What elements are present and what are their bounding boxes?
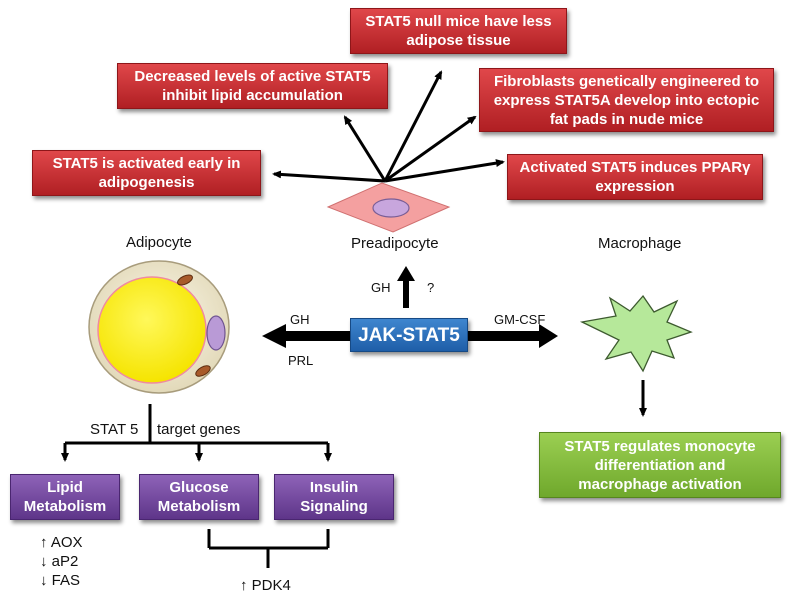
gene-fas: ↓ FAS <box>40 572 81 589</box>
label-gh-up: GH <box>371 280 391 295</box>
gene-ap2: ↓ aP2 <box>40 553 79 570</box>
arrow-left-adipocyte <box>262 324 350 348</box>
macrophage-outcome-box: STAT5 regulates monocyte differentiation… <box>539 432 781 498</box>
target-lipid-metabolism: Lipid Metabolism <box>10 474 120 520</box>
effect-decreased-levels: Decreased levels of active STAT5 inhibit… <box>117 63 388 109</box>
preadipocyte-cell <box>326 182 451 233</box>
adipocyte-cell <box>88 260 230 394</box>
arrow-up-preadipocyte <box>397 266 415 308</box>
label-preadipocyte: Preadipocyte <box>351 235 439 252</box>
label-prl: PRL <box>288 353 314 368</box>
gene-pdk4: ↑ PDK4 <box>240 577 291 594</box>
label-adipocyte: Adipocyte <box>126 234 192 251</box>
macrophage-cell <box>579 294 693 373</box>
arrow-to-null-mice <box>383 70 443 182</box>
effect-activated-early: STAT5 is activated early in adipogenesis <box>32 150 261 196</box>
label-macrophage: Macrophage <box>598 235 682 252</box>
radiating-arrows <box>272 70 505 183</box>
label-question: ? <box>427 280 435 295</box>
label-gmcsf: GM-CSF <box>494 312 546 327</box>
arrow-to-pparg <box>384 159 505 183</box>
target-glucose-metabolism: Glucose Metabolism <box>139 474 259 520</box>
arrow-to-fibroblasts <box>384 115 477 183</box>
label-stat5: STAT 5 <box>90 421 139 438</box>
arrow-right-macrophage <box>468 324 558 348</box>
jak-stat5-box: JAK-STAT5 <box>350 318 468 352</box>
gene-aox: ↑ AOX <box>40 534 83 551</box>
label-target-genes: target genes <box>157 421 241 438</box>
label-gh-left: GH <box>290 312 310 327</box>
effect-null-mice: STAT5 null mice have less adipose tissue <box>350 8 567 54</box>
arrow-to-activated-early <box>272 170 386 183</box>
target-insulin-signaling: Insulin Signaling <box>274 474 394 520</box>
effect-fibroblasts: Fibroblasts genetically engineered to ex… <box>479 68 774 132</box>
effect-pparg: Activated STAT5 induces PPARγ expression <box>507 154 763 200</box>
arrow-to-decreased-levels <box>343 115 387 182</box>
pdk4-bracket <box>207 529 330 568</box>
target-tree <box>61 404 332 462</box>
block-arrows <box>262 266 558 348</box>
